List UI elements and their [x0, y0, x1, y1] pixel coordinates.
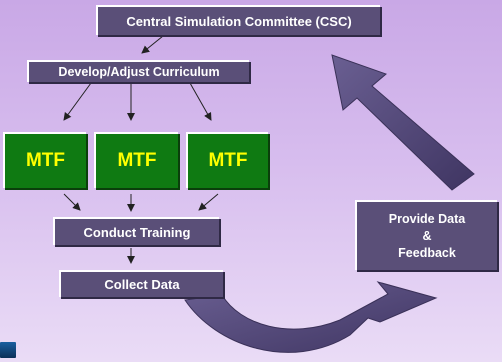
committee-label: Central Simulation Committee (CSC) — [126, 13, 352, 29]
big-curved-arrow — [184, 281, 438, 353]
committee-box: Central Simulation Committee (CSC) — [96, 5, 380, 35]
arrow-mtf-3-to-conduct — [198, 193, 219, 211]
arrow-curriculum-to-mtf-1 — [63, 82, 92, 121]
feedback-line-3: Feedback — [398, 245, 456, 260]
curriculum-box: Develop/Adjust Curriculum — [27, 60, 249, 82]
mtf-box-3: MTF — [186, 132, 268, 188]
big-up-arrow — [331, 54, 475, 191]
conduct-training-box: Conduct Training — [53, 217, 219, 245]
curriculum-label: Develop/Adjust Curriculum — [58, 65, 220, 79]
feedback-box: Provide Data & Feedback — [355, 200, 497, 270]
collect-data-label: Collect Data — [104, 277, 180, 292]
mtf-label-1: MTF — [25, 150, 66, 171]
mtf-box-2: MTF — [94, 132, 178, 188]
mtf-label-3: MTF — [208, 150, 248, 171]
corner-logo-icon — [0, 342, 16, 358]
arrow-mtf-1-to-conduct — [63, 193, 81, 211]
mtf-box-1: MTF — [3, 132, 86, 188]
arrow-csc-to-curriculum — [141, 35, 164, 54]
feedback-line-2: & — [422, 228, 432, 243]
arrow-curriculum-to-mtf-3 — [189, 82, 212, 121]
collect-data-box: Collect Data — [59, 270, 223, 297]
mtf-label-2: MTF — [117, 150, 157, 171]
conduct-training-label: Conduct Training — [83, 224, 191, 240]
feedback-line-1: Provide Data — [388, 211, 466, 226]
